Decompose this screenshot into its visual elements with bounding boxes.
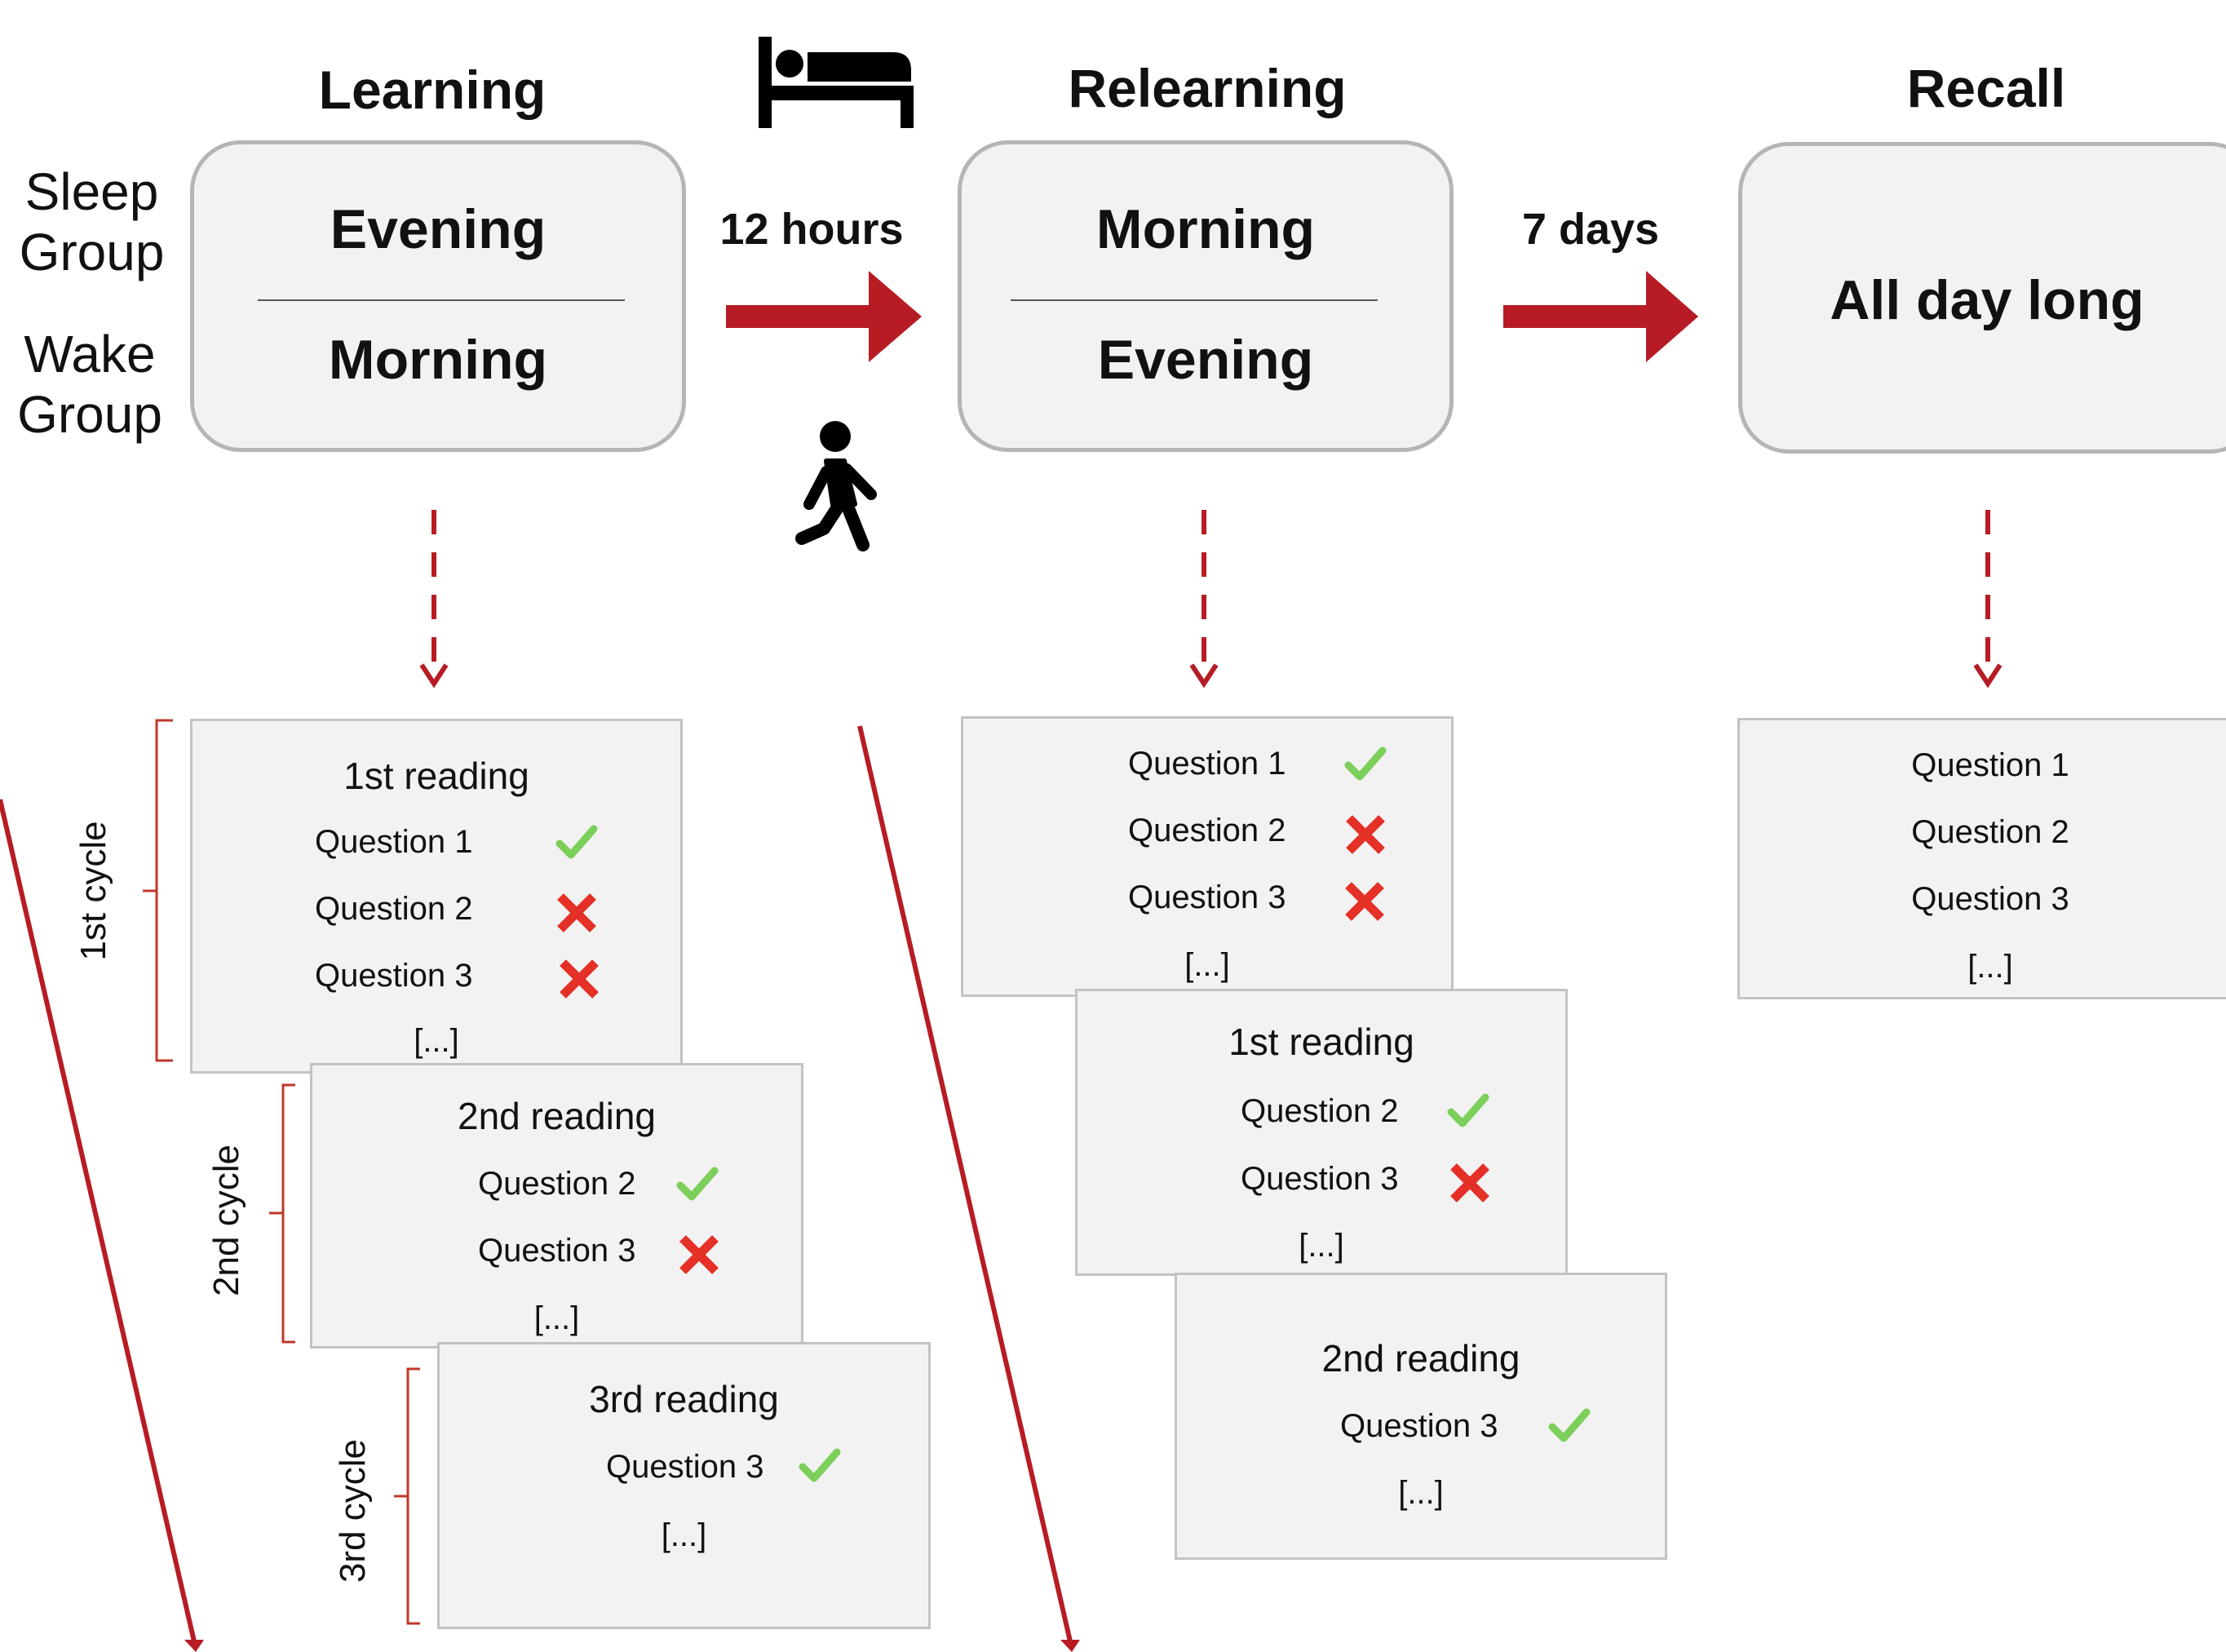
relearning-card-2: 2nd reading Question 3 [...] (1175, 1273, 1667, 1560)
label-wake-group: Wake Group (17, 325, 162, 444)
learning-wake-time: Morning (328, 329, 548, 391)
cross-icon (557, 893, 596, 932)
relearning-card-1: 1st reading Question 2 Question 3 [...] (1075, 989, 1568, 1276)
cross-icon (1450, 1163, 1489, 1202)
question-label: Question 3 (606, 1449, 764, 1485)
cross-icon (679, 1235, 719, 1274)
cycle-label-2: 2nd cycle (206, 1145, 246, 1296)
dashed-arrow-relearning (1189, 510, 1219, 689)
cross-icon (1346, 815, 1385, 854)
cycle-label-1: 1st cycle (73, 821, 113, 961)
question-label: Question 3 (1128, 879, 1286, 915)
more-ellipsis: [...] (533, 1300, 580, 1336)
divider (258, 299, 625, 301)
relearning-wake-time: Evening (1097, 329, 1314, 391)
learning-card-2: 2nd reading Question 2 Question 3 [...] (310, 1063, 803, 1349)
phase-box-learning: Evening Morning (190, 140, 686, 452)
walking-person-icon (795, 421, 877, 551)
timeline-arrow-learning (0, 799, 204, 1652)
cycle-label-3: 3rd cycle (333, 1438, 373, 1583)
timeline-arrow-relearning (857, 725, 1080, 1652)
phase-box-recall: All day long (1738, 142, 2226, 454)
question-label: Question 2 (315, 891, 473, 927)
bed-icon (759, 37, 914, 128)
cycle-bracket-2 (269, 1083, 295, 1344)
question-label: Question 3 (1911, 881, 2069, 917)
heading-relearning: Relearning (1068, 58, 1347, 118)
question-label: Question 3 (315, 958, 473, 994)
heading-recall: Recall (1906, 58, 2066, 118)
more-ellipsis: [...] (1398, 1475, 1444, 1511)
heading-learning: Learning (318, 60, 547, 120)
question-label: Question 3 (1241, 1161, 1399, 1197)
card-title: 2nd reading (1321, 1337, 1520, 1380)
check-icon (676, 1167, 719, 1201)
more-ellipsis: [...] (661, 1517, 707, 1553)
check-icon (555, 825, 598, 859)
cycle-bracket-3 (394, 1367, 420, 1625)
divider (1011, 299, 1378, 301)
more-ellipsis: [...] (1967, 949, 2013, 985)
learning-sleep-time: Evening (330, 198, 547, 260)
card-title: 2nd reading (458, 1095, 656, 1137)
question-label: Question 1 (1911, 747, 2069, 783)
dashed-arrow-recall (1973, 510, 2003, 689)
question-label: Question 3 (478, 1233, 636, 1269)
cross-icon (560, 959, 599, 999)
question-label: Question 2 (1911, 814, 2069, 850)
learning-card-3: 3rd reading Question 3 [...] (437, 1342, 931, 1629)
cycle-bracket-1 (143, 719, 173, 1062)
recall-card: Question 1 Question 2 Question 3 [...] (1737, 718, 2226, 999)
recall-time: All day long (1830, 269, 2144, 331)
arrow-7-days (1503, 271, 1698, 362)
relearning-sleep-time: Morning (1095, 198, 1316, 260)
phase-box-relearning: Morning Evening (958, 140, 1454, 452)
learning-card-1: 1st reading Question 1 Question 2 Questi… (190, 719, 683, 1074)
card-title: 1st reading (343, 755, 529, 797)
more-ellipsis: [...] (1299, 1228, 1344, 1264)
question-label: Question 2 (478, 1166, 636, 1202)
interval-12-hours: 12 hours (719, 205, 904, 254)
question-label: Question 2 (1128, 813, 1286, 848)
check-icon (1447, 1093, 1489, 1127)
question-label: Question 2 (1241, 1093, 1399, 1129)
interval-7-days: 7 days (1521, 205, 1660, 254)
cross-icon (1345, 882, 1384, 921)
relearning-card-test: Question 1 Question 2 Question 3 [...] (961, 716, 1454, 997)
more-ellipsis: [...] (1184, 947, 1230, 983)
question-label: Question 3 (1340, 1408, 1498, 1444)
label-sleep-group: Sleep Group (19, 162, 165, 281)
check-icon (799, 1448, 841, 1482)
more-ellipsis: [...] (414, 1023, 459, 1059)
arrow-12-hours (726, 271, 922, 362)
check-icon (1548, 1408, 1591, 1442)
question-label: Question 1 (1128, 746, 1286, 782)
card-title: 3rd reading (589, 1378, 779, 1420)
dashed-arrow-learning (419, 510, 449, 689)
question-label: Question 1 (315, 824, 473, 860)
check-icon (1344, 746, 1387, 781)
card-title: 1st reading (1228, 1021, 1414, 1063)
